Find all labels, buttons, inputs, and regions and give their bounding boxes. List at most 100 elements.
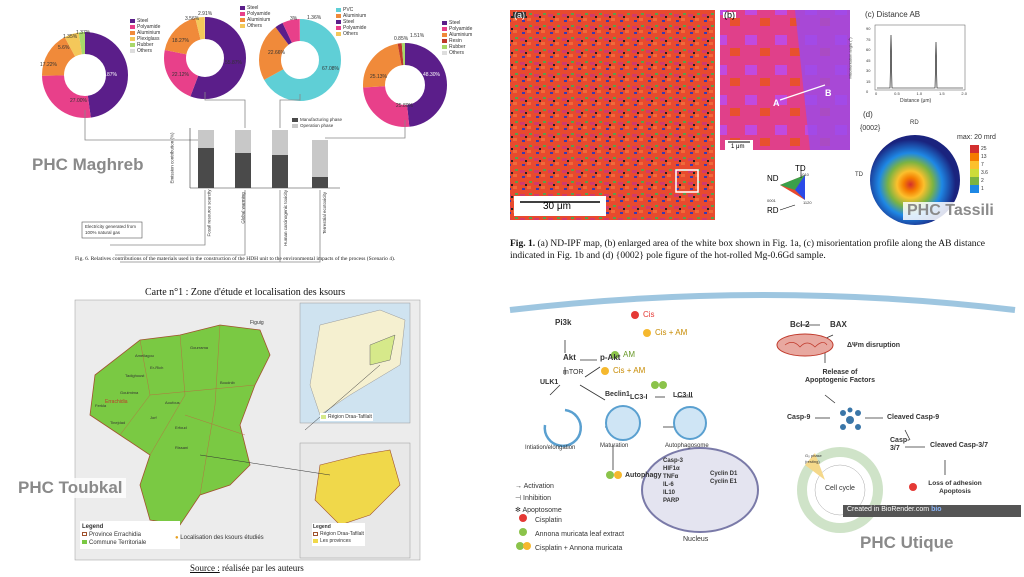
pole-label: {0002} [860, 125, 881, 132]
donut-3 [259, 19, 341, 101]
node-dpsi: ΔΨm disruption [847, 342, 901, 349]
d1-l1: 47.87% [100, 72, 117, 78]
d4-l2: 25.80% [396, 103, 413, 109]
node-g0: G₀ phase (resting) [805, 453, 822, 464]
node-maturation: Maturation [600, 443, 629, 449]
plot-c-ylabel: Misorientation angle (°) [847, 37, 853, 79]
bar-4-op [312, 140, 328, 177]
plot-c-title: (c) Distance AB [865, 10, 921, 19]
node-pakt: p-Akt [600, 353, 621, 362]
place-errachidia: Errachidia [105, 399, 128, 405]
cell-cycle [797, 447, 883, 533]
node-beclin1: Beclin1 [605, 391, 630, 398]
tassili-figure [510, 10, 979, 225]
map-source: Source : réalisée par les auteurs [190, 563, 304, 573]
place-figuig: Figuig [250, 320, 264, 326]
place-rissani: Rissani [175, 445, 189, 450]
biorender-text: Created in BioRender.com bio [847, 506, 942, 513]
node-cis-am-2: Cis + AM [613, 366, 646, 375]
place-tinejdad: Tinejdad [110, 420, 126, 425]
legend2-box: Legend Région Draa-Tafilalt Les province… [312, 523, 365, 546]
place-aoufous: Aoufous [165, 400, 180, 405]
bar-4-mf [312, 177, 328, 188]
map-title: Carte n°1 : Zone d'étude et localisation… [145, 287, 346, 298]
place-jorf: Jorf [150, 415, 157, 420]
donut-2-legend: Steel Polyamide Aluminium Others [240, 5, 270, 29]
node-am: AM [623, 350, 635, 359]
d1-l6: 1.37% [76, 30, 91, 36]
ipf-rd: RD [767, 206, 779, 215]
node-bax: BAX [830, 320, 847, 329]
bar-cat-2: Global warming [240, 192, 246, 224]
node-cleaved9: Cleaved Casp-9 [887, 414, 940, 421]
scale-a: 30 μm [543, 201, 571, 212]
point-b: B [825, 88, 832, 98]
node-cellcycle: Cell cycle [825, 485, 855, 492]
donut-4 [363, 43, 447, 127]
region-label: Région Draa-Tafilalt [320, 413, 373, 421]
panel-tassili: (a) (b) 30 μm 1 μm A B ND TD RD 0001 101… [505, 0, 1024, 282]
d1-l2: 27.00% [70, 98, 87, 104]
node-akt: Akt [563, 353, 576, 362]
legend-box: Legend Province Errachidia Commune Terri… [80, 521, 180, 549]
misorientation-profile [877, 34, 963, 89]
place-gourrama: Gourrama [190, 345, 209, 350]
d1-l3: 17.22% [40, 62, 57, 68]
d4-l5: 1.51% [410, 33, 425, 39]
nucleus [641, 447, 759, 533]
bar-legend-2: Operation phase [300, 123, 334, 128]
d4-l3: 25.13% [370, 74, 387, 80]
node-autophagy: Autophagy [625, 472, 662, 479]
donut-2 [164, 17, 246, 99]
utique-diagram [509, 292, 1021, 550]
bar-legend-1: Manufacturing phase [300, 117, 343, 122]
title-toubkal: PHC Toubkal [15, 478, 126, 498]
node-pi3k: Pi3k [555, 318, 572, 327]
bar-ylabel: Emission contribution (%) [169, 132, 175, 184]
node-lc3i: LC3-I [630, 394, 648, 401]
ipf-nd: ND [767, 174, 779, 183]
biorender-badge [843, 505, 1021, 517]
utique-legend-dots: Cisplatin Annona muricata leaf extract C… [535, 517, 625, 552]
node-initiation: Intiation/elongation [525, 445, 576, 451]
node-mtor: mTOR [563, 369, 584, 376]
bar-3-op [272, 130, 288, 155]
utique-legend: → Activation ⊣ Inhibition ✻ Apoptosome [515, 483, 562, 514]
point-a: A [773, 98, 780, 108]
pole-max: max: 20 mrd [957, 134, 996, 141]
ipf-1120: 1120 [803, 200, 812, 205]
tassili-caption: Fig. 1. (a) ND-IPF map, (b) enlarged are… [510, 239, 985, 261]
title-maghreb: PHC Maghreb [32, 155, 144, 174]
place-amellagou: Amellagou [135, 353, 154, 358]
bar-2-op [235, 130, 251, 153]
d2-l3: 18.27% [172, 38, 189, 44]
node-autophagosome: Autophagosome [665, 443, 709, 449]
bar-cat-4: Terrestrial ecotoxicity [322, 191, 328, 235]
label-d: (d) [863, 110, 873, 119]
d4-l1: 48.30% [423, 72, 440, 78]
maghreb-caption: Fig. 6. Relatives contributions of the m… [75, 256, 396, 262]
ipf-1010: 1010 [800, 172, 809, 177]
d1-l5: 1.35% [63, 34, 78, 40]
node-loss: Loss of adhesion Apoptosis [928, 480, 982, 495]
stacked-bar-chart [189, 118, 340, 189]
d4-l4: 0.85% [394, 36, 409, 42]
plot-c-xlabel: Distance (μm) [900, 98, 932, 104]
maghreb-figure [42, 17, 447, 263]
node-ulk1: ULK1 [540, 379, 559, 386]
donut-4-legend: Steel Polyamide Aluminium Resin Rubber O… [442, 20, 472, 56]
title-utique: PHC Utique [860, 533, 954, 552]
bar-cat-1: Fossil resource scarcity [206, 189, 212, 237]
d2-l5: 2.91% [198, 11, 213, 17]
node-casp37: Casp-3/7 [890, 437, 910, 452]
node-cis: Cis [643, 310, 655, 319]
place-goulmima: Goulmima [120, 390, 139, 395]
maghreb-note: Electricity generated from 100% natural … [85, 224, 137, 235]
pole-td: TD [855, 172, 863, 178]
donut-3-legend: PVC Aluminium Steel Polyamide Others [336, 7, 366, 37]
donut-1 [42, 32, 128, 118]
